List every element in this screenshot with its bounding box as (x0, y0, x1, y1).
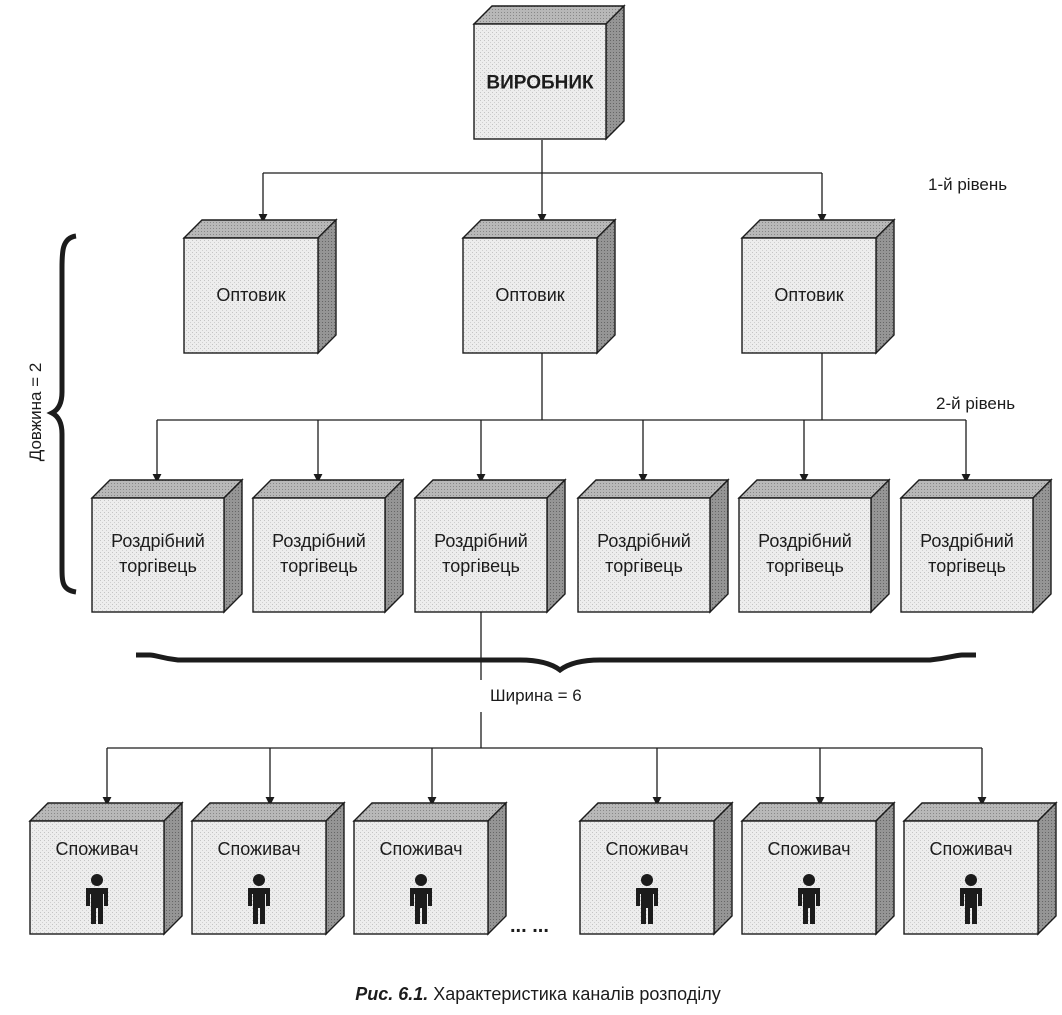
consumer-box: Споживач (902, 801, 1058, 936)
box-top-face (902, 802, 1058, 822)
box-top-face (899, 479, 1053, 499)
person-icon (410, 874, 432, 924)
box-side-face (596, 218, 616, 355)
box-side-face (875, 801, 895, 936)
consumer-label: Споживач (929, 839, 1012, 859)
consumer-label: Споживач (55, 839, 138, 859)
ellipsis: ... ... (510, 915, 549, 937)
wholesaler-box: Оптовик (740, 218, 896, 355)
retailer-box: Роздрібний торгівець (899, 478, 1053, 614)
retailer-label-line1: Роздрібний (758, 531, 852, 551)
person-icon (960, 874, 982, 924)
producer-box: ВИРОБНИК (472, 4, 626, 141)
caption-text: Характеристика каналів розподілу (428, 984, 721, 1004)
box-top-face (576, 479, 730, 499)
width-label: Ширина = 6 (490, 686, 582, 705)
box-top-face (472, 5, 626, 25)
box-top-face (413, 479, 567, 499)
box-top-face (90, 479, 244, 499)
box-front-face (183, 237, 319, 354)
box-front-face (741, 237, 877, 354)
length-label: Довжина = 2 (26, 363, 45, 462)
box-side-face (1037, 801, 1057, 936)
box-side-face (384, 478, 404, 614)
box-top-face (461, 219, 617, 239)
consumer-label: Споживач (217, 839, 300, 859)
wholesaler-label: Оптовик (774, 285, 843, 305)
consumer-label: Споживач (379, 839, 462, 859)
box-side-face (546, 478, 566, 614)
box-side-face (317, 218, 337, 355)
box-top-face (740, 219, 896, 239)
retailer-box: Роздрібний торгівець (576, 478, 730, 614)
length-brace (46, 233, 77, 595)
box-top-face (740, 802, 896, 822)
wholesaler-label: Оптовик (216, 285, 285, 305)
retailer-label-line1: Роздрібний (272, 531, 366, 551)
consumer-box: Споживач (578, 801, 734, 936)
retailer-label-line2: торгівець (442, 556, 520, 576)
person-icon (798, 874, 820, 924)
retailer-label-line2: торгівець (119, 556, 197, 576)
box-top-face (182, 219, 338, 239)
retailer-label-line2: торгівець (605, 556, 683, 576)
box-side-face (875, 218, 895, 355)
caption-prefix: Рис. 6.1. (355, 984, 428, 1004)
box-side-face (605, 4, 625, 141)
retailer-label-line1: Роздрібний (920, 531, 1014, 551)
consumer-label: Споживач (767, 839, 850, 859)
box-side-face (870, 478, 890, 614)
person-icon (636, 874, 658, 924)
box-side-face (223, 478, 243, 614)
box-front-face (577, 497, 711, 613)
consumer-box: Споживач (740, 801, 896, 936)
box-side-face (713, 801, 733, 936)
retailer-box: Роздрібний торгівець (737, 478, 891, 614)
box-top-face (352, 802, 508, 822)
width-brace (136, 652, 976, 674)
retailer-label-line1: Роздрібний (111, 531, 205, 551)
consumer-box: Споживач (28, 801, 184, 936)
box-top-face (190, 802, 346, 822)
box-top-face (578, 802, 734, 822)
box-side-face (325, 801, 345, 936)
retailer-label-line2: торгівець (766, 556, 844, 576)
box-front-face (414, 497, 548, 613)
box-top-face (251, 479, 405, 499)
wholesaler-label: Оптовик (495, 285, 564, 305)
retailer-box: Роздрібний торгівець (413, 478, 567, 614)
retailer-label-line2: торгівець (280, 556, 358, 576)
connectors (102, 140, 987, 806)
box-front-face (252, 497, 386, 613)
wholesaler-box: Оптовик (182, 218, 338, 355)
retailer-box: Роздрібний торгівець (90, 478, 244, 614)
wholesaler-box: Оптовик (461, 218, 617, 355)
box-front-face (900, 497, 1034, 613)
box-front-face (462, 237, 598, 354)
consumer-label: Споживач (605, 839, 688, 859)
consumer-box: Споживач (352, 801, 508, 936)
retailer-label-line1: Роздрібний (434, 531, 528, 551)
box-top-face (737, 479, 891, 499)
level-2-label: 2-й рівень (936, 394, 1015, 413)
box-side-face (709, 478, 729, 614)
box-side-face (487, 801, 507, 936)
figure-caption: Рис. 6.1. Характеристика каналів розподі… (355, 984, 721, 1004)
level-1-label: 1-й рівень (928, 175, 1007, 194)
box-top-face (28, 802, 184, 822)
box-front-face (738, 497, 872, 613)
retailer-label-line1: Роздрібний (597, 531, 691, 551)
box-front-face (91, 497, 225, 613)
producer-label: ВИРОБНИК (486, 73, 594, 94)
person-icon (86, 874, 108, 924)
person-icon (248, 874, 270, 924)
retailer-label-line2: торгівець (928, 556, 1006, 576)
box-front-face (473, 23, 607, 140)
consumer-box: Споживач (190, 801, 346, 936)
box-side-face (1032, 478, 1052, 614)
box-side-face (163, 801, 183, 936)
retailer-box: Роздрібний торгівець (251, 478, 405, 614)
